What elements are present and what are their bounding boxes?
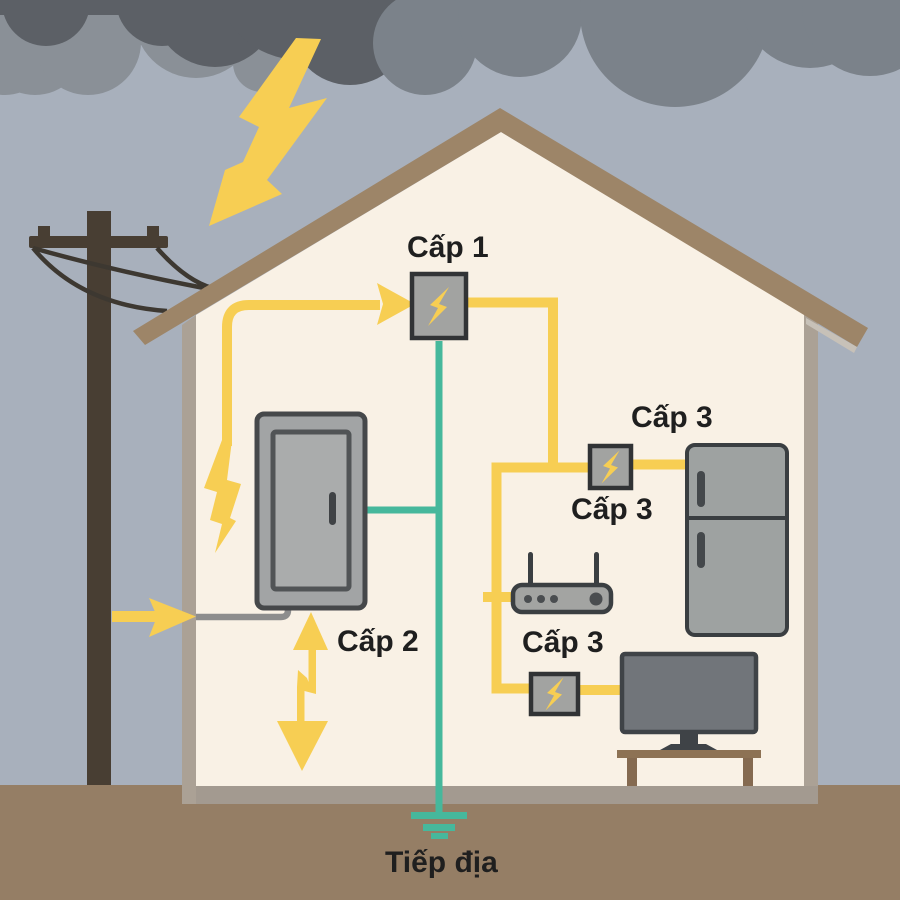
svg-text:Cấp 3: Cấp 3 [522,626,604,659]
svg-text:Cấp 3: Cấp 3 [631,401,713,434]
svg-text:Cấp 1: Cấp 1 [407,231,489,264]
svg-text:Tiếp địa: Tiếp địa [385,846,498,879]
svg-text:Cấp 3: Cấp 3 [571,493,653,526]
svg-text:Cấp 2: Cấp 2 [337,625,419,658]
